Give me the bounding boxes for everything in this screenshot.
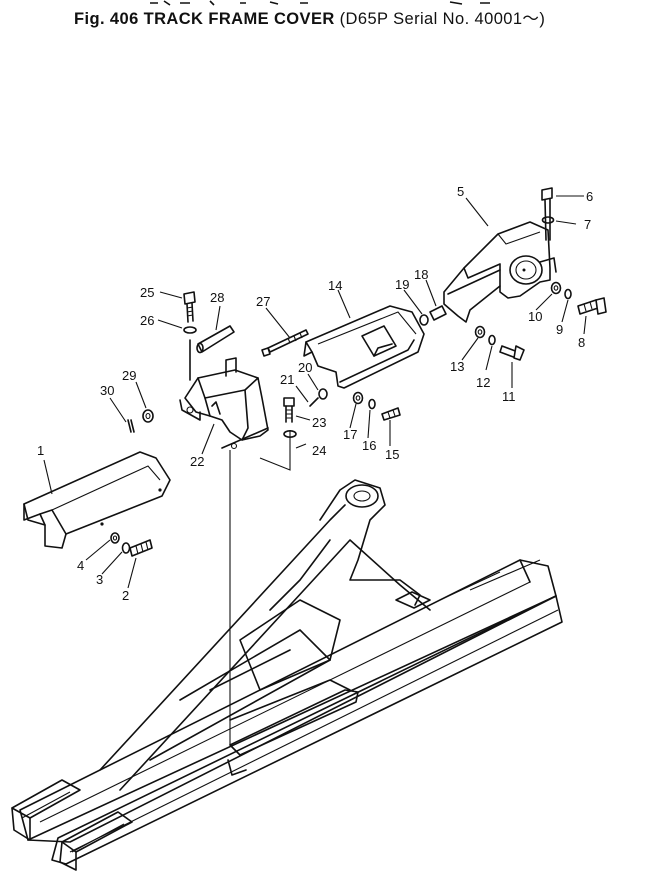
callout-10: 10 [528, 309, 542, 324]
part-15-bolt [381, 407, 401, 421]
part-9-washer [564, 288, 572, 300]
callout-11: 11 [502, 389, 516, 404]
callout-18: 18 [414, 267, 428, 282]
callout-28: 28 [210, 290, 224, 305]
part-23-bolt [283, 397, 295, 423]
part-29-nut [142, 409, 154, 423]
figure-title-bar: Fig. 406 TRACK FRAME COVER (D65P Serial … [0, 0, 670, 30]
part-18-bolt [429, 305, 447, 321]
callout-5: 5 [457, 184, 464, 199]
part-20-washer [318, 388, 328, 400]
callout-17: 17 [343, 427, 357, 442]
callout-12: 12 [476, 375, 490, 390]
callout-25: 25 [140, 285, 154, 300]
part-1-cover [23, 451, 171, 549]
callout-26: 26 [140, 313, 154, 328]
part-12-washer [488, 334, 496, 346]
part-8-bolt [577, 297, 607, 315]
japanese-title-fragment [150, 0, 510, 6]
part-2-bolt [129, 539, 153, 557]
part-10-washer [550, 281, 562, 295]
part-21-pin [309, 397, 319, 407]
part-4-washer [110, 532, 120, 544]
part-28-pin [196, 325, 235, 354]
track-frame [11, 479, 563, 871]
part-27-long-bolt [261, 329, 309, 357]
callout-9: 9 [556, 322, 563, 337]
part-3-washer [121, 542, 131, 554]
callout-27: 27 [256, 294, 270, 309]
part-22-bracket [179, 339, 269, 450]
callout-7: 7 [584, 217, 591, 232]
callout-19: 19 [395, 277, 409, 292]
part-30-cotter-pin [127, 419, 135, 433]
callout-13: 13 [450, 359, 464, 374]
callout-4: 4 [77, 558, 84, 573]
callout-labels: 1 2 3 4 5 6 7 8 9 10 11 12 13 14 15 16 1… [37, 184, 593, 603]
callout-14: 14 [328, 278, 342, 293]
callout-15: 15 [385, 447, 399, 462]
part-13-washer [474, 325, 486, 339]
part-16-washer [368, 398, 376, 410]
callout-8: 8 [578, 335, 585, 350]
figure-title-main: Fig. 406 TRACK FRAME COVER [74, 10, 335, 28]
part-17-washer [352, 391, 364, 405]
part-24-washer [283, 429, 297, 438]
part-19-washer [419, 314, 429, 326]
figure-title: Fig. 406 TRACK FRAME COVER (D65P Serial … [74, 5, 545, 29]
part-6-bolt [541, 187, 553, 241]
callout-3: 3 [96, 572, 103, 587]
part-11-bolt [499, 345, 525, 361]
callout-2: 2 [122, 588, 129, 603]
leader-lines [229, 430, 291, 745]
callout-21: 21 [280, 372, 294, 387]
callout-24: 24 [312, 443, 326, 458]
part-14-cover [303, 305, 425, 389]
callout-20: 20 [298, 360, 312, 375]
callout-6: 6 [586, 189, 593, 204]
part-7-washer [541, 216, 555, 224]
callout-leaders [43, 195, 587, 589]
callout-1: 1 [37, 443, 44, 458]
callout-29: 29 [122, 368, 136, 383]
callout-16: 16 [362, 438, 376, 453]
part-25-bolt [183, 291, 196, 323]
callout-22: 22 [190, 454, 204, 469]
callout-30: 30 [100, 383, 114, 398]
figure-title-serial: (D65P Serial No. 40001～) [339, 10, 546, 28]
part-5-cover [443, 221, 557, 323]
part-26-washer [183, 326, 197, 334]
callout-23: 23 [312, 415, 326, 430]
